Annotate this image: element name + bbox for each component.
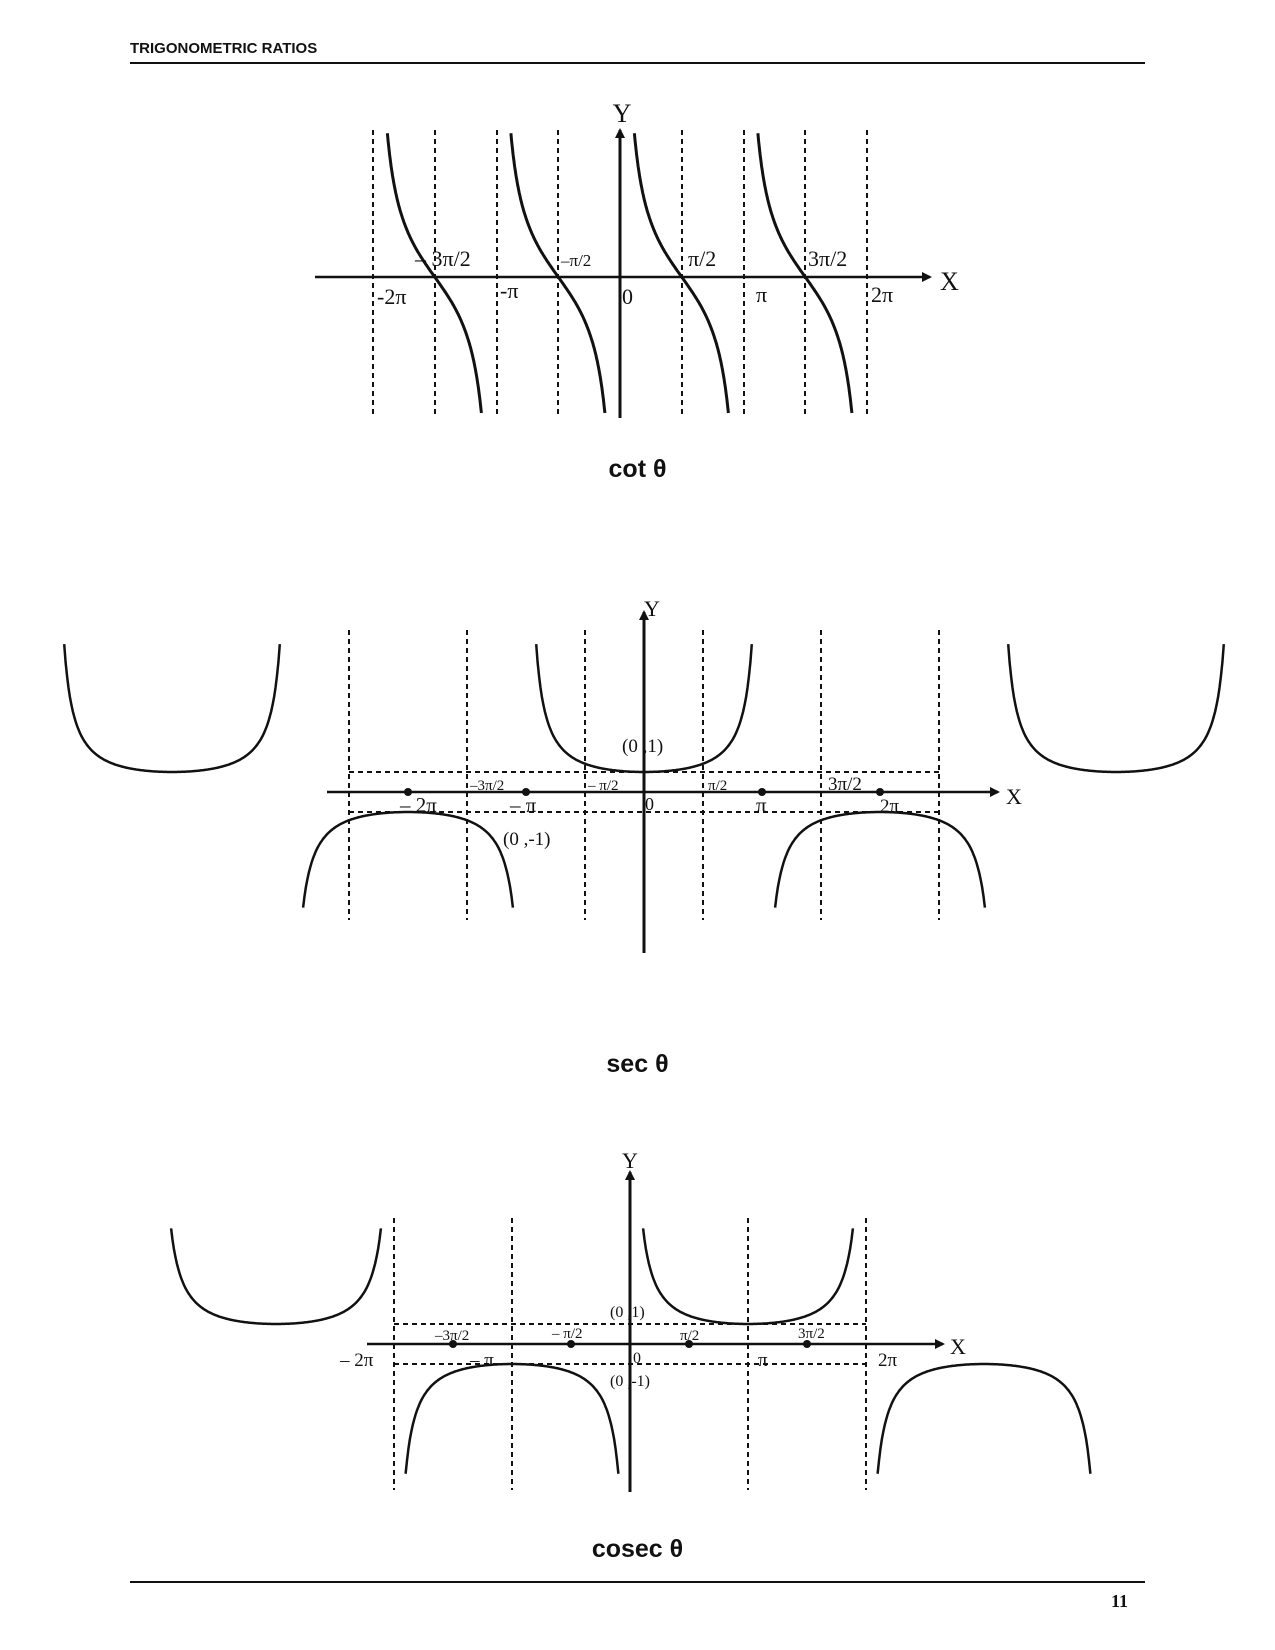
cot-axis-x-label: X	[940, 267, 959, 296]
cot-tick-label: π	[756, 282, 767, 307]
cosec-tick-label: 0	[633, 1350, 641, 1367]
cosec-axis-y-label: Y	[622, 1148, 638, 1173]
cosec-curve	[169, 1228, 383, 1326]
sec-point-label: (0 ,1)	[622, 736, 663, 757]
sec-graph: Y X (0 ,1) –3π/2 – π/2 π/2 3π/2 – 2π – π…	[62, 600, 1226, 953]
cot-tick-label: 3π/2	[808, 246, 847, 271]
cot-asymptotes	[372, 130, 868, 418]
sec-tick-label: 2π	[880, 796, 900, 817]
sec-tick-label: – π	[509, 793, 537, 817]
sec-tick-label: –3π/2	[469, 778, 504, 794]
sec-curve	[62, 644, 282, 774]
sec-tick-label: – 2π	[399, 793, 437, 817]
sec-asymptotes	[348, 630, 940, 920]
sec-point	[758, 788, 766, 796]
cosec-asymptotes	[393, 1218, 867, 1490]
cot-curve	[632, 133, 730, 414]
cosec-tick-label: π/2	[680, 1328, 699, 1344]
cosec-tick-label: 2π	[878, 1350, 898, 1371]
cosec-caption: cosec θ	[591, 1535, 684, 1563]
cosec-tick-label: 3π/2	[798, 1326, 825, 1342]
cot-tick-label: –π/2	[560, 251, 591, 270]
cosec-point	[449, 1340, 457, 1348]
sec-axis-y-label: Y	[644, 600, 660, 621]
page-header: TRIGONOMETRIC RATIOS	[130, 40, 318, 57]
cosec-point-label: (0 ,1)	[610, 1304, 645, 1321]
cosec-point	[803, 1340, 811, 1348]
sec-tick-label: π	[756, 793, 767, 817]
cot-curves	[385, 133, 854, 414]
cot-curve	[509, 133, 607, 414]
cosec-tick-label: –3π/2	[434, 1328, 469, 1344]
sec-points	[404, 788, 884, 796]
cosec-curve	[641, 1228, 855, 1326]
cot-curve	[385, 133, 483, 414]
cosec-tick-label: – π	[469, 1350, 494, 1371]
cosec-graph: Y X (0 ,1) –3π/2 – π/2 π/2 3π/2 – 2π – π…	[169, 1148, 1092, 1492]
cosec-tick-label: – π/2	[551, 1326, 583, 1342]
cot-tick-label: 2π	[871, 282, 893, 307]
cosec-curve	[404, 1362, 620, 1474]
cot-caption: cot θ	[608, 455, 667, 483]
sec-point-label: (0 ,-1)	[503, 829, 550, 850]
sec-tick-label: π/2	[708, 778, 727, 794]
sec-tick-label: – π/2	[587, 778, 619, 794]
sec-point	[404, 788, 412, 796]
cosec-points	[449, 1340, 811, 1348]
sec-curves	[62, 644, 1226, 908]
cosec-tick-label: π	[758, 1350, 768, 1371]
cosec-curve	[876, 1362, 1092, 1474]
sec-caption: sec θ	[606, 1050, 669, 1078]
cosec-curves	[169, 1228, 1092, 1474]
cot-axis-y-label: Y	[613, 99, 632, 128]
sec-axis-x-label: X	[1006, 784, 1022, 809]
sec-point	[876, 788, 884, 796]
sec-tick-label: 3π/2	[828, 774, 862, 795]
cosec-point	[567, 1340, 575, 1348]
cosec-point-label: (0 ,-1)	[610, 1373, 650, 1390]
sec-tick-label: 0	[645, 794, 654, 814]
cot-tick-label: -2π	[377, 284, 406, 309]
page-number: 11	[1110, 1591, 1128, 1611]
sec-curve	[773, 810, 987, 908]
sec-point	[522, 788, 530, 796]
header-rule	[130, 62, 1145, 64]
cot-curve	[756, 133, 854, 414]
cot-tick-label: – 3π/2	[414, 246, 471, 271]
cot-tick-label: 0	[622, 284, 633, 309]
footer-rule	[130, 1581, 1145, 1583]
cot-tick-label: -π	[500, 278, 518, 303]
sec-curve	[301, 810, 515, 908]
cot-tick-label: π/2	[688, 246, 716, 271]
cosec-axis-x-label: X	[950, 1334, 966, 1359]
cosec-point	[685, 1340, 693, 1348]
cot-graph: Y X – 3π/2 –π/2 π/2 3π/2 -2π -π 0 π 2π	[315, 99, 959, 418]
sec-curve	[1006, 644, 1226, 774]
sec-curve	[534, 644, 754, 774]
cosec-tick-label: – 2π	[339, 1350, 374, 1371]
